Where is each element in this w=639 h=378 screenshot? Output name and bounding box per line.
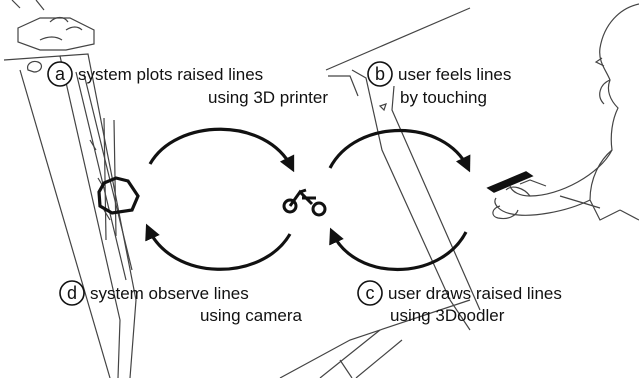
step-d-line1: system observe lines — [90, 284, 249, 303]
step-d-line2: using camera — [200, 306, 303, 325]
label-b-leader — [328, 75, 359, 97]
step-a-line1: system plots raised lines — [78, 65, 263, 84]
printer-sketch — [3, 0, 137, 378]
arrow-top-right — [328, 129, 471, 173]
step-d-marker: d — [67, 283, 77, 303]
step-c: c user draws raised lines using 3Doodler — [357, 280, 562, 325]
doodler-pen — [486, 171, 534, 193]
arrow-top-left — [148, 127, 295, 173]
step-d: d system observe lines using camera — [59, 280, 303, 325]
step-c-line2: using 3Doodler — [390, 306, 505, 325]
step-a-line2: using 3D printer — [208, 88, 328, 107]
arrow-bottom-right — [329, 227, 468, 271]
step-a: a system plots raised lines using 3D pri… — [47, 61, 328, 107]
arrow-bottom-left — [145, 223, 292, 271]
step-b: b user feels lines by touching — [367, 61, 511, 107]
step-a-marker: a — [55, 64, 66, 84]
center-bike-icon — [282, 188, 327, 217]
captured-blob — [97, 176, 140, 215]
paper-sketch — [279, 7, 481, 378]
person-sketch — [492, 3, 639, 221]
step-b-marker: b — [375, 64, 385, 84]
step-c-marker: c — [366, 283, 375, 303]
cycle-arrows — [145, 127, 471, 271]
step-c-line1: user draws raised lines — [388, 284, 562, 303]
step-b-line1: user feels lines — [398, 65, 511, 84]
step-b-line2: by touching — [400, 88, 487, 107]
